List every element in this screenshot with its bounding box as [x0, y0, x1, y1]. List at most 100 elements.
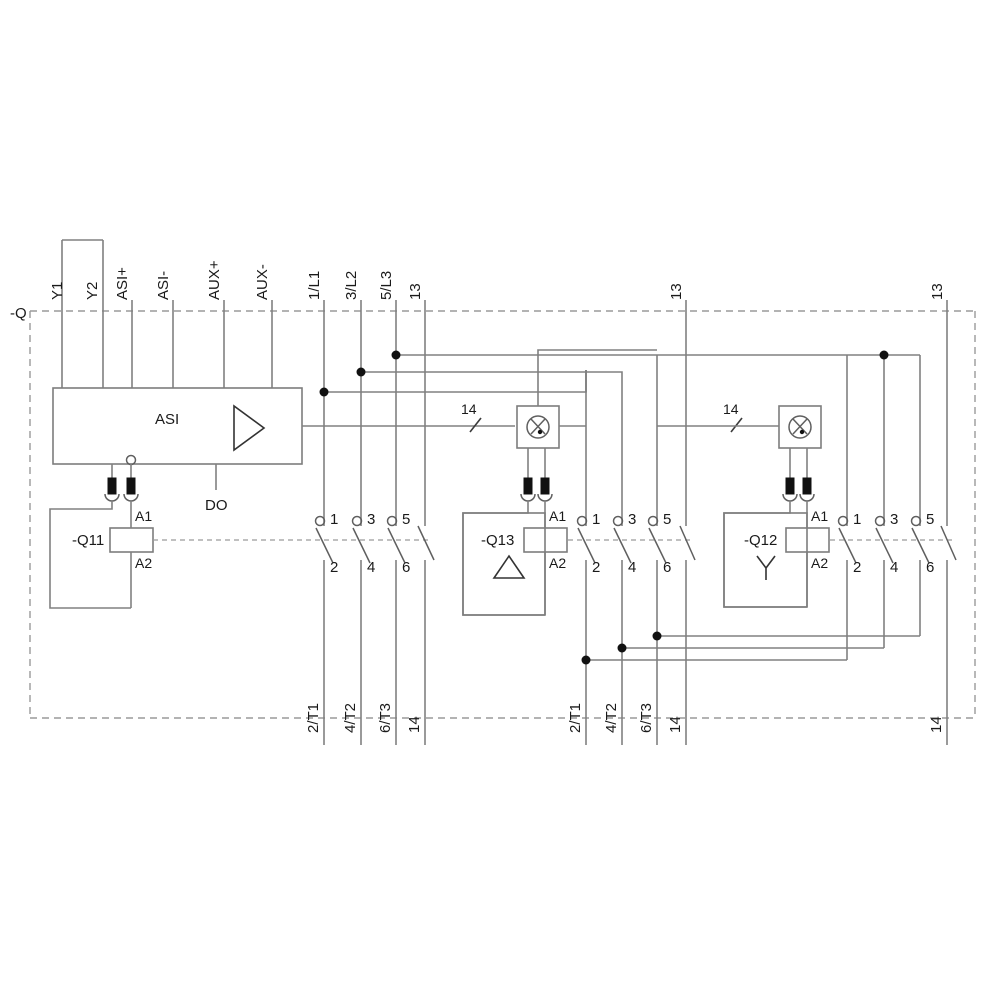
contact-set-q12[interactable]: 1 2 3 4 5 6 — [837, 511, 957, 576]
q12-contact2-top: 3 — [890, 511, 898, 528]
bottom-label-t2-b: 4/T2 — [603, 703, 620, 733]
q13-contact3-terminal — [647, 515, 659, 527]
q11-contact2-bottom: 4 — [367, 559, 375, 576]
q13-terminal-block-right — [540, 477, 550, 495]
amplifier-triangle-icon — [233, 404, 266, 452]
terminal-label-13-b: 13 — [668, 283, 685, 300]
q12-a1-label: A1 — [811, 508, 828, 524]
bottom-label-14-a: 14 — [406, 716, 423, 733]
q11-terminal-block-left — [107, 477, 117, 495]
contactor-q12[interactable]: 14 -Q12 A1 A2 — [657, 401, 830, 608]
q11-coil-box — [109, 527, 154, 553]
q12-contact3-terminal — [910, 515, 922, 527]
junction-dot-l1 — [319, 387, 329, 397]
do-label: DO — [205, 497, 228, 514]
q12-contact2-terminal — [874, 515, 886, 527]
junction-dot-q12-top — [879, 350, 889, 360]
q13-overload-label: 14 — [461, 401, 477, 417]
q13-contact1-top: 1 — [592, 511, 600, 528]
q11-aux-contact — [417, 525, 435, 561]
q12-overload-label: 14 — [723, 401, 739, 417]
q11-terminal-hook-right — [123, 493, 139, 502]
q13-contact3-bottom: 6 — [663, 559, 671, 576]
bottom-label-t3-b: 6/T3 — [638, 703, 655, 733]
q13-contact1-terminal — [576, 515, 588, 527]
q12-a2-label: A2 — [811, 555, 828, 571]
q12-contact3-bottom: 6 — [926, 559, 934, 576]
q13-contact2-terminal — [612, 515, 624, 527]
q12-overload-circle — [788, 415, 812, 439]
contactor-q13[interactable]: 14 -Q13 A1 A2 — [461, 349, 657, 616]
q11-contact1-terminal — [314, 515, 326, 527]
q11-a1-label: A1 — [135, 508, 152, 524]
wire-y1-y2-loop — [61, 239, 104, 388]
lower-interconnect-wires — [581, 631, 920, 665]
q13-terminal-block-left — [523, 477, 533, 495]
junction-dot-t1-link — [581, 655, 591, 665]
q13-overload-circle — [526, 415, 550, 439]
q13-a1-label: A1 — [549, 508, 566, 524]
q11-contact2-top: 3 — [367, 511, 375, 528]
q11-terminal-hook-left — [104, 493, 120, 502]
q12-terminal-block-right — [802, 477, 812, 495]
q12-contact1-terminal — [837, 515, 849, 527]
q12-group-outline — [723, 512, 808, 608]
junction-dot-l3 — [391, 350, 401, 360]
terminal-label-aux-plus: AUX+ — [206, 260, 223, 300]
bottom-label-t1-a: 2/T1 — [305, 703, 322, 733]
q13-terminal-hook-left — [520, 493, 536, 502]
q11-contact1-bottom: 2 — [330, 559, 338, 576]
contactor-q11[interactable]: -Q11 A1 A2 — [49, 464, 154, 609]
q13-group-outline — [462, 512, 546, 616]
q11-terminal-block-right — [126, 477, 136, 495]
q12-aux-contact — [940, 525, 957, 561]
power-rails — [323, 300, 948, 745]
terminal-label-asi-minus: ASI- — [155, 271, 172, 300]
q11-contact2-terminal — [351, 515, 363, 527]
top-terminal-labels: Y1 Y2 ASI+ ASI- AUX+ AUX- 1/L1 3/L2 5/L3… — [49, 260, 946, 300]
contact-set-q13[interactable]: 1 2 3 4 5 6 — [576, 511, 696, 576]
terminal-label-l3: 5/L3 — [378, 271, 395, 300]
terminal-label-13-c: 13 — [929, 283, 946, 300]
junction-dots — [319, 350, 889, 397]
q13-contact1-bottom: 2 — [592, 559, 600, 576]
q12-terminal-hook-right — [799, 493, 815, 502]
bottom-terminal-labels: 2/T1 4/T2 6/T3 14 2/T1 4/T2 6/T3 14 14 — [305, 703, 945, 733]
terminal-label-asi-plus: ASI+ — [114, 267, 131, 300]
bottom-label-t2-a: 4/T2 — [342, 703, 359, 733]
q12-contact3-top: 5 — [926, 511, 934, 528]
contact-set-q11[interactable]: 1 2 3 4 5 6 — [314, 511, 435, 576]
q13-aux-slash-icon — [469, 417, 482, 433]
q12-aux-slash-icon — [730, 417, 743, 433]
q11-a2-label: A2 — [135, 555, 152, 571]
q12-overload-dot — [799, 429, 805, 435]
q12-label: -Q12 — [744, 532, 777, 549]
bottom-label-t1-b: 2/T1 — [567, 703, 584, 733]
terminal-label-y1: Y1 — [49, 282, 66, 300]
bottom-label-t3-a: 6/T3 — [377, 703, 394, 733]
enclosure-boundary — [29, 310, 976, 719]
wye-symbol-icon — [756, 555, 776, 580]
junction-dot-l2 — [356, 367, 366, 377]
q12-contact1-bottom: 2 — [853, 559, 861, 576]
enclosure-label: -Q — [10, 305, 27, 322]
q11-contact3-bottom: 6 — [402, 559, 410, 576]
q13-contact2-top: 3 — [628, 511, 636, 528]
terminal-label-l2: 3/L2 — [343, 271, 360, 300]
terminal-label-13-a: 13 — [407, 283, 424, 300]
q13-overload-dot — [537, 429, 543, 435]
q13-terminal-hook-right — [537, 493, 553, 502]
q11-contact3-terminal — [386, 515, 398, 527]
q13-aux-contact — [679, 525, 696, 561]
delta-symbol-icon — [492, 554, 526, 579]
asi-module-label: ASI — [155, 411, 179, 428]
q13-contact2-bottom: 4 — [628, 559, 636, 576]
q13-contact3-top: 5 — [663, 511, 671, 528]
q11-contact3-top: 5 — [402, 511, 410, 528]
terminal-label-l1: 1/L1 — [306, 271, 323, 300]
q11-contact1-top: 1 — [330, 511, 338, 528]
bottom-label-14-c: 14 — [928, 716, 945, 733]
q12-contact2-bottom: 4 — [890, 559, 898, 576]
q13-label: -Q13 — [481, 532, 514, 549]
